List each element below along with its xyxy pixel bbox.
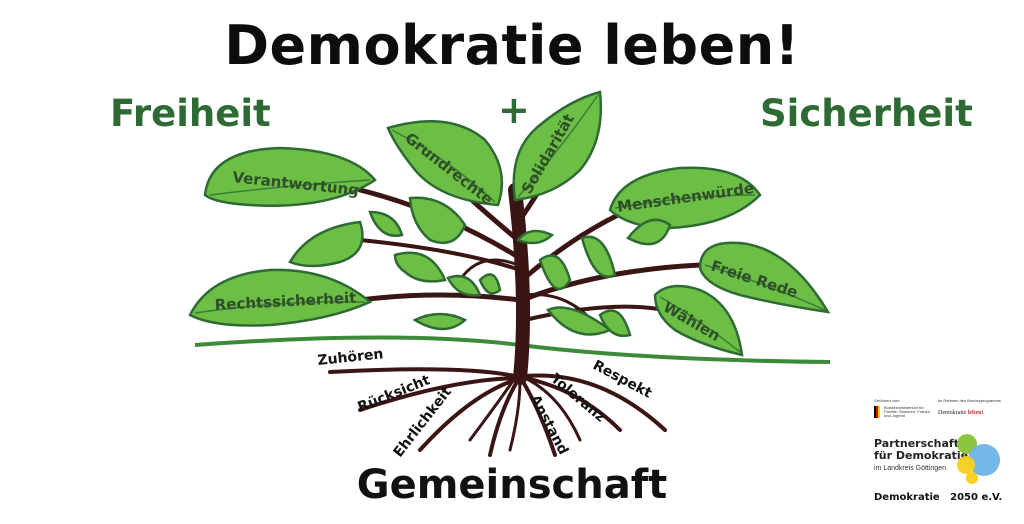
heading-freiheit: Freiheit xyxy=(110,92,271,135)
root-label-respekt: Respekt xyxy=(590,357,654,401)
pfd-circles-logo xyxy=(957,434,1000,484)
leaf-rechtssicherheit xyxy=(188,268,373,327)
demokratie-leben-logo: Demokratie leben! xyxy=(938,410,984,416)
federal-eagle-logo xyxy=(874,406,880,418)
sponsor-ministry: Bundesministerium für Familie, Senioren,… xyxy=(884,405,931,418)
root-label-zuhoeren: Zuhören xyxy=(317,346,384,369)
plus-sign: + xyxy=(498,88,530,132)
sponsor-im-rahmen: im Rahmen des Bundesprogramms xyxy=(938,398,1001,403)
leaf-freie-rede xyxy=(698,241,831,314)
heading-sicherheit: Sicherheit xyxy=(760,92,973,135)
sponsor-block: Gefördert vom Bundesministerium für Fami… xyxy=(872,392,1012,516)
root-label-anstand: Anstand xyxy=(526,392,571,457)
page-title: Demokratie leben! xyxy=(224,14,800,77)
roots xyxy=(328,367,667,457)
org-name: Demokratie 2050 e.V. xyxy=(874,492,1003,503)
leaf-solidaritaet xyxy=(512,90,603,202)
sponsor-gefoerdert: Gefördert vom xyxy=(874,398,900,403)
bottom-heading: Gemeinschaft xyxy=(356,462,668,508)
pfd-subtitle: im Landkreis Göttingen xyxy=(874,465,946,472)
